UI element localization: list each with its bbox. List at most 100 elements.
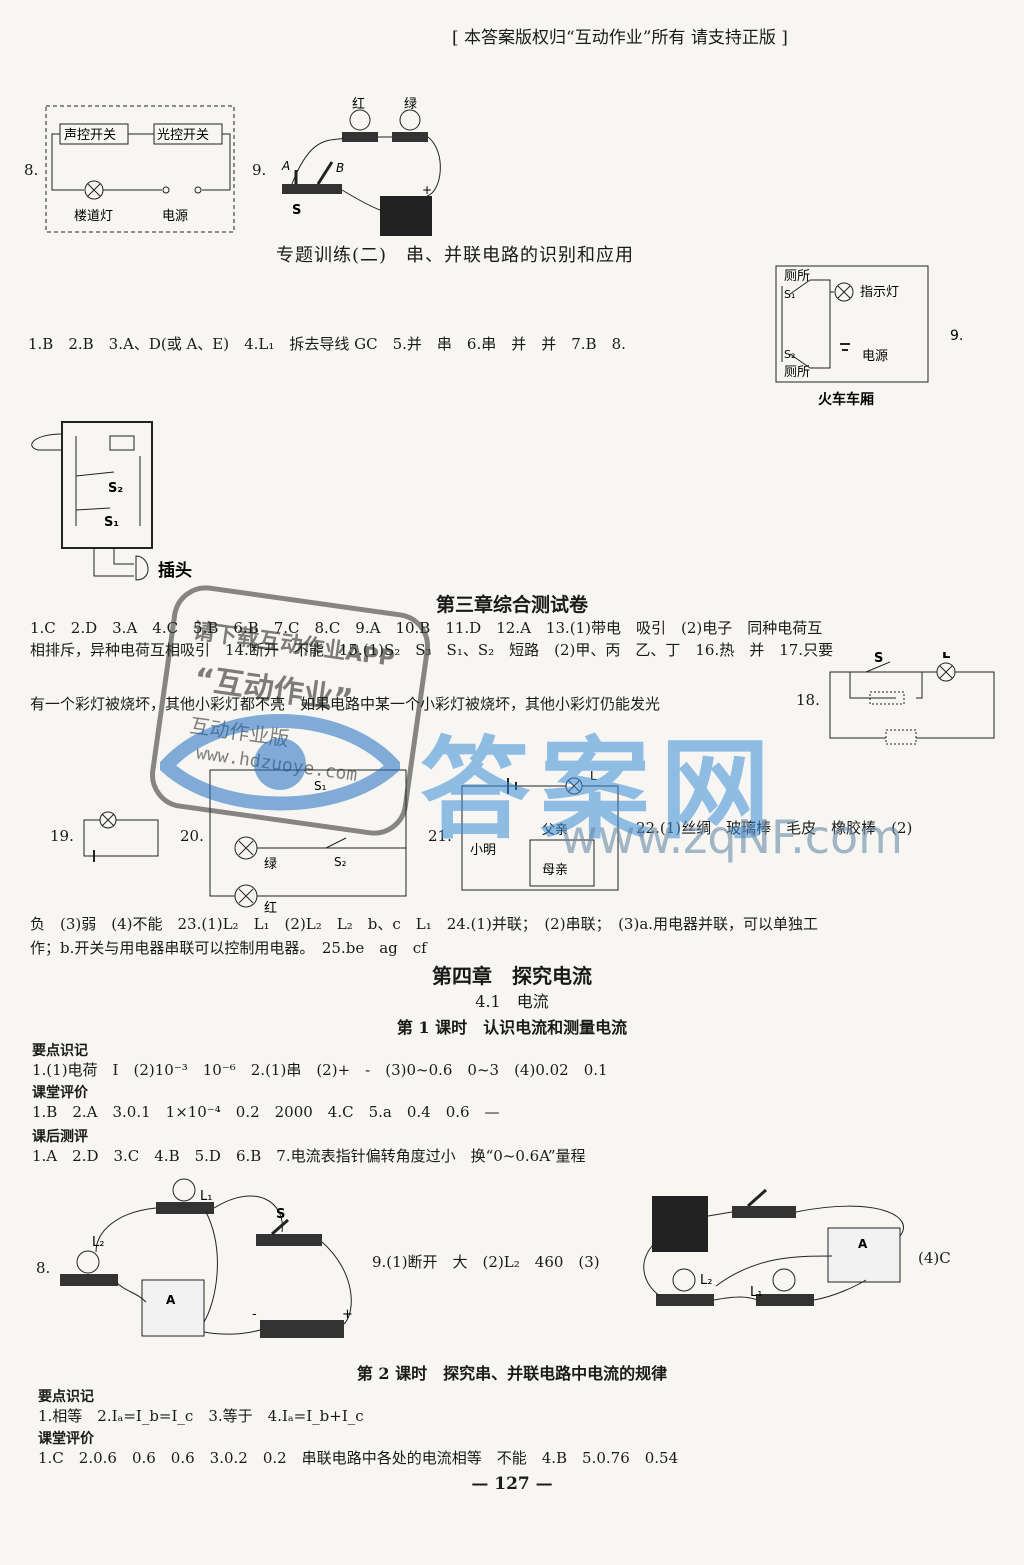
indicator-lamp-icon — [834, 282, 854, 302]
copyright-notice: [ 本答案版权归“互动作业”所有 请支持正版 ] — [452, 28, 788, 48]
page-number: — 127 — — [471, 1474, 553, 1494]
question-number-9: 9. — [252, 161, 267, 179]
circuit-18-frame — [829, 671, 995, 739]
watermark-site: www.zqNF.com — [560, 810, 903, 864]
xiaoming-label: 小明 — [470, 843, 496, 858]
bulb-l2-icon — [76, 1250, 100, 1274]
special-answers: 1.B 2.B 3.A、D(或 A、E) 4.L₁ 拆去导线 GC 5.并 串 … — [28, 335, 626, 353]
question-number-9b: 9. — [950, 328, 963, 344]
plug-label: 插头 — [158, 560, 192, 581]
key-points-label: 要点识记 — [32, 1043, 88, 1059]
question-9-tail: (4)C — [918, 1249, 951, 1267]
lamp-l-label: L — [590, 770, 597, 783]
s1-label: S₁ — [104, 515, 119, 530]
toilet1-label: 厕所 — [784, 269, 810, 284]
s2-label: S₂ — [784, 348, 795, 361]
chapter3-line3: 有一个彩灯被烧坏，其他小彩灯都不亮 如果电路中某一个小彩灯被烧坏，其他小彩灯仍能… — [30, 695, 661, 713]
device-frame — [61, 421, 153, 549]
red-label: 红 — [264, 900, 277, 916]
watermark-eye-icon — [160, 714, 400, 811]
power-label: 电源 — [862, 349, 888, 364]
figure-plug-circuit: S₂ S₁ 插头 — [31, 421, 192, 581]
battery-pack-icon — [652, 1196, 708, 1252]
s1-label: S₁ — [314, 779, 327, 793]
figure-stairway-circuit: 声控开关 光控开关 楼道灯 电源 — [45, 105, 235, 233]
s2-label: S₂ — [108, 481, 123, 496]
battery-plus-label: + — [422, 183, 432, 197]
figure-18-circuit: S L — [829, 652, 995, 745]
figure-20-circuit: S₁ 绿 S₂ 红 — [209, 769, 407, 916]
light-switch-label: 光控开关 — [157, 128, 209, 143]
question-number-20: 20. — [180, 827, 204, 845]
figure-red-green-lamps: 红 绿 A B S + — [281, 96, 441, 236]
chapter4-title: 第四章 探究电流 — [432, 964, 592, 988]
watermark-brand: 答案网 — [420, 726, 780, 854]
terminal-a-label: A — [281, 159, 290, 173]
question-number-8: 8. — [24, 161, 39, 179]
class-eval-answers: 1.B 2.A 3.0.1 1×10⁻⁴ 0.2 2000 4.C 5.a 0.… — [32, 1103, 500, 1121]
circuit-20-frame — [209, 769, 407, 897]
chapter3-line23: 负 (3)弱 (4)不能 23.(1)L₂ L₁ (2)L₂ L₂ b、c L₁… — [30, 915, 819, 933]
circuit-19-frame — [83, 819, 159, 857]
after-class-label: 课后测评 — [32, 1129, 88, 1145]
l2-label: L₂ — [92, 1235, 104, 1250]
switch-s-label: S — [292, 203, 301, 218]
question-number-8c: 8. — [36, 1259, 51, 1277]
red-bulb-icon — [349, 109, 371, 131]
figure-21-circuit: 父亲 L 小明 母亲 — [461, 770, 619, 891]
red-label: 红 — [352, 96, 365, 112]
special-training-title: 专题训练(二) 串、并联电路的识别和应用 — [276, 245, 635, 266]
chapter3-line1: 1.C 2.D 3.A 4.C 5.B 6.B 7.C 8.C 9.A 10.B… — [30, 619, 823, 637]
s-label: S — [276, 1207, 285, 1222]
lamp-label: 楼道灯 — [74, 209, 113, 224]
lamp-l-label: L — [942, 652, 950, 662]
plug-icon — [135, 555, 149, 581]
mother-label: 母亲 — [542, 863, 568, 878]
l1b-label: L₁ — [750, 1285, 762, 1300]
chapter3-line22: 22.(1)丝绸 玻璃棒 毛皮 橡胶棒 (2) — [636, 819, 913, 837]
figure-ammeter-circuit: L₁ L₂ S A - + — [60, 1178, 353, 1338]
sound-switch-label: 声控开关 — [64, 128, 116, 143]
battery-minus-label: - — [252, 1307, 257, 1322]
question-number-18: 18. — [796, 691, 820, 709]
section-4-1-title: 4.1 电流 — [475, 992, 549, 1011]
s2-label: S₂ — [334, 855, 347, 869]
figure-train-carriage: 厕所 S₁ 指示灯 S₂ 厕所 电源 火车车厢 9. — [775, 265, 963, 408]
figure-19-circuit — [83, 811, 159, 862]
indicator-label: 指示灯 — [860, 285, 899, 300]
bulb-l1b-icon — [772, 1268, 796, 1292]
lesson2-title: 第 2 课时 探究串、并联电路中电流的规律 — [356, 1364, 668, 1383]
question-9-answers: 9.(1)断开 大 (2)L₂ 460 (3) — [372, 1253, 600, 1271]
power-label: 电源 — [162, 209, 188, 224]
battery-icon — [380, 196, 432, 236]
l1-label: L₁ — [200, 1189, 212, 1204]
l1-base — [156, 1202, 214, 1214]
green-label: 绿 — [264, 857, 277, 872]
key-points-label-2: 要点识记 — [38, 1389, 94, 1405]
lesson1-title: 第 1 课时 认识电流和测量电流 — [396, 1018, 628, 1037]
carriage-frame — [775, 265, 929, 383]
ammeter-icon — [141, 1279, 205, 1337]
chapter3-line2: 相排斥，异种电荷互相吸引 14.断开 不能 15.(1)S₂ S₃ S₁、S₂ … — [30, 641, 834, 659]
carriage-caption: 火车车厢 — [818, 391, 874, 408]
class-eval-label-2: 课堂评价 — [38, 1431, 94, 1447]
terminal-b-label: B — [336, 161, 344, 175]
green-bulb-icon — [399, 109, 421, 131]
switch-base — [282, 184, 342, 194]
dashed-box — [45, 105, 235, 233]
father-label: 父亲 — [542, 823, 568, 838]
green-label: 绿 — [404, 97, 417, 112]
question-number-21: 21. — [428, 827, 452, 845]
class-eval-label: 课堂评价 — [32, 1085, 88, 1101]
ammeter-9-label: A — [858, 1237, 868, 1251]
switch-s-icon — [256, 1234, 322, 1246]
chapter3-line24: 作；b.开关与用电器串联可以控制用电器。 25.be ag cf — [30, 939, 427, 957]
battery-box-icon — [260, 1320, 344, 1338]
chapter3-title: 第三章综合测试卷 — [435, 594, 588, 616]
ammeter-a-label: A — [166, 1293, 176, 1307]
key-points-answers: 1.(1)电荷 I (2)10⁻³ 10⁻⁶ 2.(1)串 (2)+ - (3)… — [32, 1061, 608, 1079]
battery-18-icon — [885, 729, 917, 745]
bulb-l2b-icon — [672, 1268, 696, 1292]
bulb-l1-icon — [172, 1178, 196, 1202]
switch-icon — [732, 1206, 796, 1218]
